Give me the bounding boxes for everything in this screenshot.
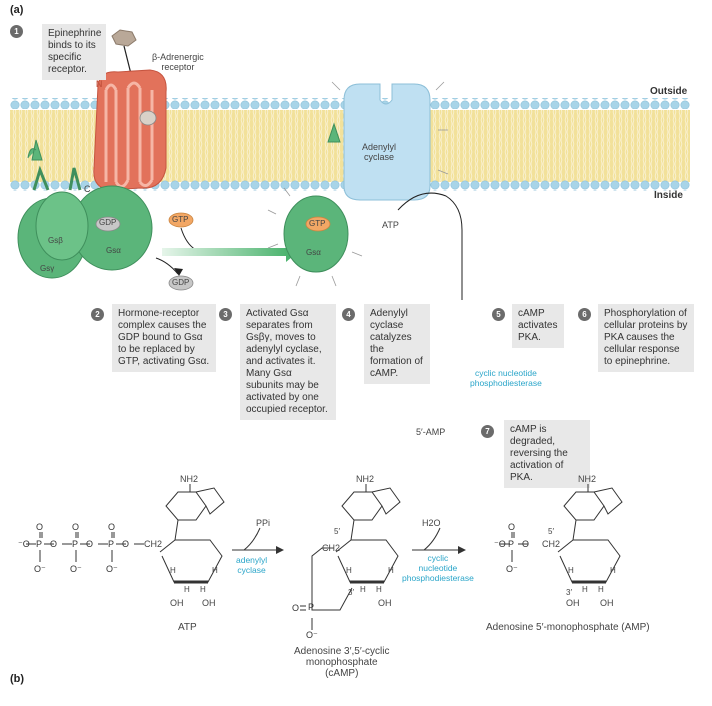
- signaling-diagram: [10, 29, 690, 300]
- pde-label: cyclic nucleotide phosphodiesterase: [470, 368, 542, 388]
- svg-text:O⁻: O⁻: [106, 564, 118, 574]
- h2o-label: H2O: [422, 518, 441, 528]
- g-protein-inactive: [17, 139, 153, 279]
- atp-label: ATP: [382, 220, 399, 230]
- step-4-callout: Adenylyl cyclase catalyzes the formation…: [364, 304, 430, 384]
- step-2-callout: Hormone-receptor complex causes the GDP …: [112, 304, 216, 372]
- camp-three-prime: 3′: [348, 588, 354, 597]
- amp-h-3: H: [582, 585, 588, 594]
- panel-a-label: (a): [10, 4, 24, 16]
- atp-name: ATP: [178, 622, 197, 633]
- amp-oh-1: OH: [566, 598, 580, 608]
- atp-nh2-label: NH2: [180, 474, 199, 484]
- active-g-alpha-label: Gsα: [306, 248, 321, 257]
- gdp-released-label: GDP: [172, 278, 190, 287]
- inside-label: Inside: [654, 190, 683, 201]
- amp-h-2: H: [610, 566, 616, 575]
- adenylyl-cyclase-label: Adenylyl cyclase: [362, 142, 397, 162]
- svg-text:P: P: [508, 539, 514, 549]
- svg-text:P: P: [108, 539, 114, 549]
- camp-nh2-label: NH2: [356, 474, 375, 484]
- amp-ch2-label: CH2: [542, 539, 561, 549]
- step-5-number: 5: [492, 308, 505, 321]
- amp-oh-2: OH: [600, 598, 614, 608]
- step-7-callout: cAMP is degraded, reversing the activati…: [504, 420, 590, 488]
- enzyme-phosphodiesterase: cyclic nucleotide phosphodiesterase: [402, 553, 474, 583]
- step-3-number: 3: [219, 308, 232, 321]
- atp-h-4: H: [200, 585, 206, 594]
- step-2-number: 2: [91, 308, 104, 321]
- adenylyl-cyclase: [331, 81, 449, 201]
- panel-b-label: (b): [10, 673, 25, 685]
- atp-h-1: H: [170, 566, 176, 575]
- step-7-number: 7: [481, 425, 494, 438]
- c-terminus-label: C: [84, 184, 91, 194]
- svg-text:P: P: [36, 539, 42, 549]
- ppi-label: PPi: [256, 518, 271, 528]
- step-6-callout: Phosphorylation of cellular proteins by …: [598, 304, 694, 372]
- camp-label: cAMP: [448, 333, 470, 342]
- beta-adrenergic-receptor: [93, 69, 167, 191]
- camp-h-2: H: [388, 566, 394, 575]
- svg-text:O: O: [72, 522, 79, 532]
- svg-text:⁻O: ⁻O: [494, 539, 506, 549]
- receptor-label: β-Adrenergic receptor: [152, 52, 204, 72]
- step-6-number: 6: [578, 308, 591, 321]
- nucleotide-exchange: [155, 212, 298, 291]
- svg-text:O⁻: O⁻: [34, 564, 46, 574]
- atp-ch2-label: CH2: [144, 539, 163, 549]
- step-3-callout: Activated Gsα separates from Gsβγ, moves…: [240, 304, 336, 420]
- atp-oh-2: OH: [202, 598, 216, 608]
- svg-text:O: O: [50, 539, 57, 549]
- camp-oh: OH: [378, 598, 392, 608]
- camp-pathway-arrows: [397, 192, 463, 300]
- step-4-number: 4: [342, 308, 355, 321]
- amp-nh2-label: NH2: [578, 474, 597, 484]
- svg-text:O: O: [508, 522, 515, 532]
- amp-five-prime: 5′: [548, 527, 554, 536]
- enzyme-adenylyl-cyclase: adenylyl cyclase: [236, 555, 268, 575]
- outside-label: Outside: [650, 86, 688, 97]
- svg-text:O: O: [86, 539, 93, 549]
- svg-text:O: O: [522, 539, 529, 549]
- camp-five-prime: 5′: [334, 527, 340, 536]
- five-amp-label: 5′-AMP: [416, 427, 446, 437]
- amp-three-prime: 3′: [566, 588, 572, 597]
- amp-h-4: H: [598, 585, 604, 594]
- step-1-callout: Epinephrine binds to its specific recept…: [42, 24, 106, 80]
- svg-text:O: O: [122, 539, 129, 549]
- atp-oh-1: OH: [170, 598, 184, 608]
- gtp-label: GTP: [172, 215, 189, 224]
- svg-text:P: P: [72, 539, 78, 549]
- amp-h-1: H: [568, 566, 574, 575]
- n-terminus-label: N: [96, 79, 103, 89]
- camp-ch2-label: CH2: [322, 543, 341, 553]
- gdp-bound-label: GDP: [99, 218, 117, 227]
- g-alpha-active: [267, 122, 363, 287]
- atp-h-3: H: [184, 585, 190, 594]
- svg-text:O⁻: O⁻: [306, 630, 318, 640]
- svg-text:⁻O: ⁻O: [18, 539, 30, 549]
- amp-name: Adenosine 5′-monophosphate (AMP): [486, 622, 650, 633]
- step-1-number: 1: [10, 25, 23, 38]
- g-gamma-label: Gsγ: [40, 264, 55, 273]
- camp-h-3: H: [360, 585, 366, 594]
- svg-text:O⁻: O⁻: [70, 564, 82, 574]
- camp-name: Adenosine 3′,5′-cyclic monophosphate (cA…: [294, 646, 390, 679]
- camp-h-1: H: [346, 566, 352, 575]
- atp-h-2: H: [212, 566, 218, 575]
- svg-text:O: O: [36, 522, 43, 532]
- svg-text:O⁻: O⁻: [506, 564, 518, 574]
- svg-text:P: P: [308, 602, 314, 612]
- g-alpha-label: Gsα: [106, 246, 121, 255]
- active-gtp-label: GTP: [309, 219, 326, 228]
- camp-h-4: H: [376, 585, 382, 594]
- svg-text:O: O: [292, 603, 299, 613]
- step-5-callout: cAMP activates PKA.: [512, 304, 564, 348]
- svg-text:O: O: [108, 522, 115, 532]
- g-beta-label: Gsβ: [48, 236, 63, 245]
